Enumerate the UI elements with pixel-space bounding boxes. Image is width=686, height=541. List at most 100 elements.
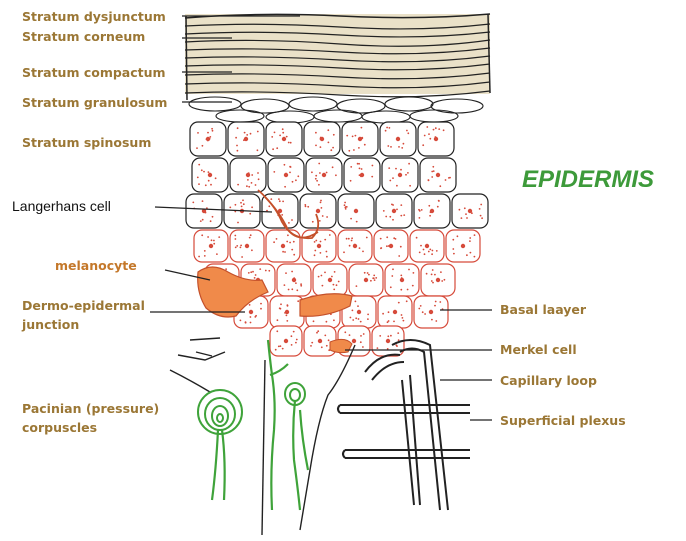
cell-granule bbox=[396, 344, 398, 346]
pacinian-corpuscle-small bbox=[285, 383, 305, 405]
cell-granule bbox=[431, 280, 433, 282]
label-basal-layer: Basal laayer bbox=[500, 302, 587, 317]
cell-granule bbox=[401, 314, 403, 316]
label-stratum-compactum: Stratum compactum bbox=[22, 65, 166, 80]
cell-granule bbox=[452, 248, 454, 250]
cell-granule bbox=[383, 210, 385, 212]
cell-granule bbox=[241, 206, 243, 208]
cell-granule bbox=[290, 142, 292, 144]
cell-granule bbox=[328, 339, 330, 341]
cell-nucleus bbox=[208, 173, 212, 177]
cell-granule bbox=[333, 134, 335, 136]
cell-granule bbox=[288, 142, 290, 144]
cell-granule bbox=[344, 202, 346, 204]
cell-granule bbox=[345, 208, 347, 210]
cell-nucleus bbox=[244, 137, 248, 141]
cell-granule bbox=[291, 249, 293, 251]
cell-granule bbox=[405, 174, 407, 176]
cell-granule bbox=[438, 200, 440, 202]
cell-granule bbox=[250, 133, 252, 135]
cell-granule bbox=[466, 217, 468, 219]
cell-granule bbox=[400, 246, 402, 248]
cell-granule bbox=[297, 300, 299, 302]
cell-granule bbox=[250, 234, 252, 236]
cell-granule bbox=[424, 135, 426, 137]
cell-granule bbox=[393, 321, 395, 323]
cell-granule bbox=[293, 241, 295, 243]
cell-granule bbox=[280, 345, 282, 347]
cell-granule bbox=[279, 200, 281, 202]
cell-granule bbox=[424, 313, 426, 315]
cell-granule bbox=[422, 144, 424, 146]
cell-granule bbox=[259, 268, 261, 270]
cell-granule bbox=[326, 172, 328, 174]
cell-granule bbox=[246, 185, 248, 187]
cell-granule bbox=[382, 313, 384, 315]
stratum-corneum-layers bbox=[185, 14, 490, 100]
cell-granule bbox=[422, 311, 424, 313]
cell-granule bbox=[207, 236, 209, 238]
cell-granule bbox=[469, 237, 471, 239]
cell-granule bbox=[388, 320, 390, 322]
cell-granule bbox=[335, 174, 337, 176]
cell-granule bbox=[282, 251, 284, 253]
cell-granule bbox=[248, 186, 250, 188]
spinosum-cells bbox=[186, 122, 488, 356]
cell-granule bbox=[332, 147, 334, 149]
cell-granule bbox=[212, 216, 214, 218]
cell-granule bbox=[257, 149, 259, 151]
cell-granule bbox=[346, 238, 348, 240]
cell-granule bbox=[392, 219, 394, 221]
cell-nucleus bbox=[316, 209, 320, 213]
cell-granule bbox=[291, 271, 293, 273]
cell-nucleus bbox=[392, 209, 396, 213]
cell-nucleus bbox=[468, 209, 472, 213]
cell-nucleus bbox=[434, 137, 438, 141]
cell-granule bbox=[350, 166, 352, 168]
cell-granule bbox=[426, 126, 428, 128]
cell-granule bbox=[326, 321, 328, 323]
cell-nucleus bbox=[358, 137, 362, 141]
cell-granule bbox=[346, 135, 348, 137]
cell-granule bbox=[400, 204, 402, 206]
cell-granule bbox=[250, 271, 252, 273]
cell-granule bbox=[392, 268, 394, 270]
cell-granule bbox=[440, 271, 442, 273]
cell-granule bbox=[297, 175, 299, 177]
cell-granule bbox=[304, 204, 306, 206]
cell-granule bbox=[257, 131, 259, 133]
cell-granule bbox=[203, 171, 205, 173]
cell-granule bbox=[320, 200, 322, 202]
cell-granule bbox=[474, 234, 476, 236]
cell-granule bbox=[352, 319, 354, 321]
label-stratum-dysjunctum: Stratum dysjunctum bbox=[22, 9, 166, 24]
cell-granule bbox=[202, 145, 204, 147]
cell-granule bbox=[327, 129, 329, 131]
cell-granule bbox=[431, 176, 433, 178]
cell-nucleus bbox=[461, 244, 465, 248]
cell-granule bbox=[318, 184, 320, 186]
cell-granule bbox=[242, 199, 244, 201]
cell-granule bbox=[315, 240, 317, 242]
cell-granule bbox=[320, 146, 322, 148]
cell-granule bbox=[420, 245, 422, 247]
label-stratum-spinosum: Stratum spinosum bbox=[22, 135, 151, 150]
cell-granule bbox=[391, 204, 393, 206]
cell-granule bbox=[459, 209, 461, 211]
cell-granule bbox=[286, 320, 288, 322]
cell-granule bbox=[288, 289, 290, 291]
cell-granule bbox=[437, 206, 439, 208]
cell-granule bbox=[315, 145, 317, 147]
label-stratum-granulosum: Stratum granulosum bbox=[22, 95, 167, 110]
cell-granule bbox=[445, 179, 447, 181]
cell-granule bbox=[320, 241, 322, 243]
cell-granule bbox=[402, 317, 404, 319]
cell-granule bbox=[439, 185, 441, 187]
cell-granule bbox=[278, 346, 280, 348]
cell-granule bbox=[215, 177, 217, 179]
cell-granule bbox=[202, 200, 204, 202]
cell-granule bbox=[359, 247, 361, 249]
cell-granule bbox=[271, 136, 273, 138]
cell-granule bbox=[284, 284, 286, 286]
